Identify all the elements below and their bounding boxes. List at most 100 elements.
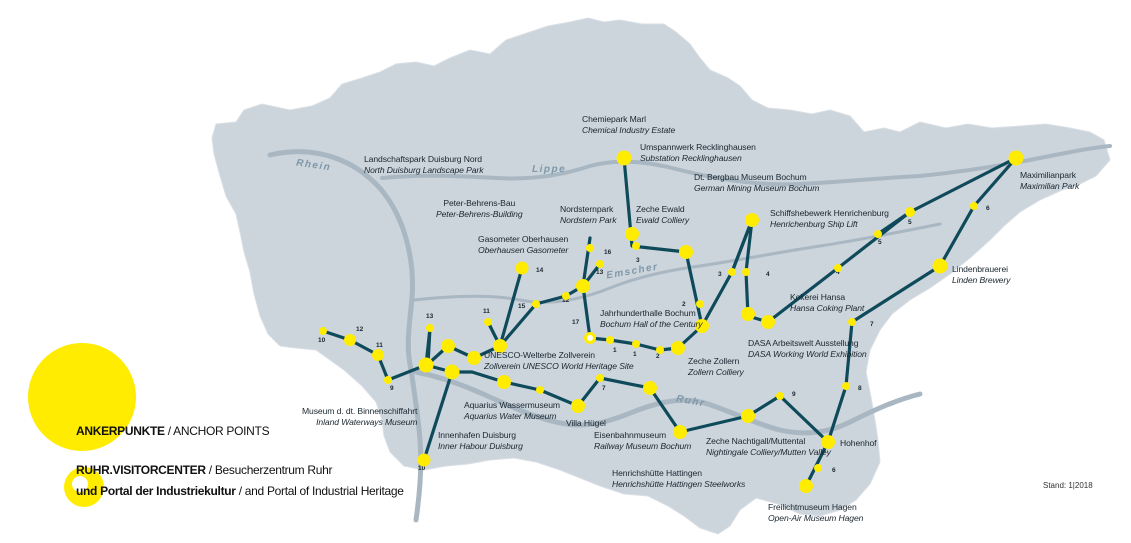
ruhr-region-shape xyxy=(211,17,1111,535)
anchor-landschaftspark[interactable] xyxy=(441,339,455,353)
route-number: 10 xyxy=(318,337,326,344)
anchor-north-14[interactable] xyxy=(515,261,529,275)
anchor-eisenbahn[interactable] xyxy=(643,381,657,395)
route-number: 11 xyxy=(483,308,490,315)
route-number: 3 xyxy=(718,271,722,278)
anchor-peterbehrens[interactable] xyxy=(467,351,481,365)
site-label-villahuegel: Villa Hügel xyxy=(566,418,606,428)
anchor-dasa[interactable] xyxy=(741,307,755,321)
date-stamp: Stand: 1|2018 xyxy=(1043,481,1093,490)
route-number: 2 xyxy=(656,353,660,360)
anchor-nachtigall[interactable] xyxy=(741,409,755,423)
anchor-freilicht[interactable] xyxy=(799,479,813,493)
anchor-schiffshebewerk[interactable] xyxy=(745,213,759,227)
route-number: 13 xyxy=(596,269,604,276)
waypoints xyxy=(319,202,978,472)
anchor-zollern[interactable] xyxy=(695,319,709,333)
legend-visitor-center-line2: und Portal der Industriekultur / and Por… xyxy=(76,484,404,498)
route-north-branch xyxy=(498,266,524,348)
anchor-binnenschiff[interactable] xyxy=(418,357,434,373)
route-number: 14 xyxy=(536,267,544,274)
route-number: 8 xyxy=(858,385,862,392)
route-number: 7 xyxy=(602,385,606,392)
rhein-river xyxy=(267,149,424,523)
route-number: 11 xyxy=(376,342,383,349)
route-number: 16 xyxy=(604,249,612,256)
visitor-center-marker[interactable] xyxy=(584,332,596,344)
route-number: 7 xyxy=(870,321,874,328)
route-number: 15 xyxy=(518,303,526,310)
route-number: 6 xyxy=(832,467,836,474)
anchor-aquarius[interactable] xyxy=(497,375,511,389)
route-number: 5 xyxy=(908,219,912,226)
anchor-maximilianpark[interactable] xyxy=(1008,150,1024,166)
route-number: 10 xyxy=(418,465,426,472)
route-number: 17 xyxy=(572,319,580,326)
route-duisburg-south xyxy=(422,370,454,462)
river-label-lippe: Lippe xyxy=(532,164,567,175)
anchor-chemiepark[interactable] xyxy=(616,150,632,166)
route-number: 4 xyxy=(766,271,770,278)
anchor-nordsternpark[interactable] xyxy=(576,279,590,293)
route-number: 1 xyxy=(613,347,617,354)
anchor-hohenhof[interactable] xyxy=(821,435,835,449)
route-number: 5 xyxy=(878,239,882,246)
anchor-west-12[interactable] xyxy=(344,334,356,346)
route-number: 2 xyxy=(682,301,686,308)
anchor-west-11[interactable] xyxy=(372,349,384,361)
anchor-bergbau[interactable] xyxy=(679,245,693,259)
anchor-points xyxy=(344,150,1024,493)
anchor-kokerei[interactable] xyxy=(761,315,775,329)
route-maximilian xyxy=(804,156,1018,488)
legend-visitor-center-line1: RUHR.VISITORCENTER / Besucherzentrum Ruh… xyxy=(76,463,333,477)
route-number: 3 xyxy=(636,257,640,264)
anchor-innenhafen[interactable] xyxy=(444,364,460,380)
site-label-hohenhof: Hohenhof xyxy=(840,438,877,448)
route-number: 6 xyxy=(986,205,990,212)
route-number: 9 xyxy=(390,385,394,392)
route-number: 1 xyxy=(633,351,637,358)
anchor-hattingen[interactable] xyxy=(673,425,687,439)
route-number: 13 xyxy=(426,313,434,320)
anchor-gasometer[interactable] xyxy=(493,339,507,353)
emscher-river xyxy=(412,222,942,304)
anchor-duisburg-south[interactable] xyxy=(417,453,431,467)
route-number: 12 xyxy=(356,326,364,333)
anchor-lindenbrauerei[interactable] xyxy=(932,258,948,274)
anchor-jahrhunderthalle[interactable] xyxy=(671,341,685,355)
ruhr-river xyxy=(413,369,923,436)
route-number: 9 xyxy=(792,391,796,398)
route-kokerei-link xyxy=(730,218,754,274)
legend-anchor-points: ANKERPUNKTE / ANCHOR POINTS xyxy=(76,424,270,438)
route-number: 4 xyxy=(836,269,840,276)
anchor-villahuegel[interactable] xyxy=(571,399,585,413)
anchor-ewald[interactable] xyxy=(625,227,639,241)
route-number: 12 xyxy=(562,297,570,304)
route-number-labels: 1 1 2 2 3 3 4 4 5 5 6 6 7 7 8 8 9 9 10 1… xyxy=(318,205,990,474)
